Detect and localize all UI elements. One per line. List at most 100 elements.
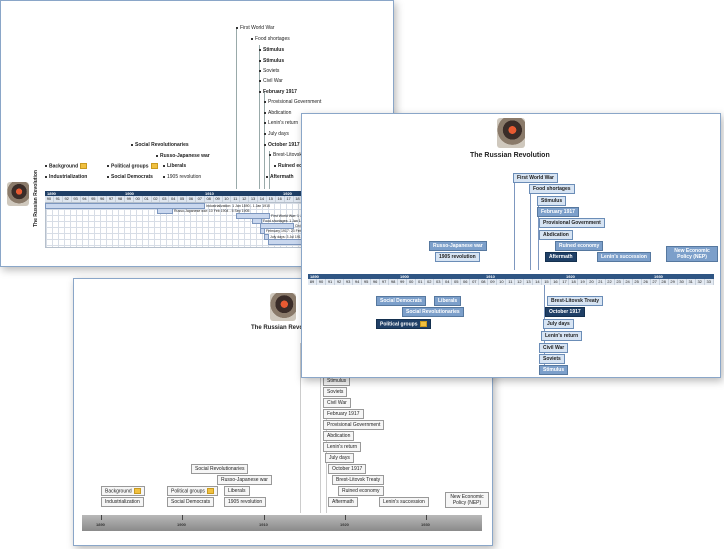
bullet-icon <box>259 59 261 62</box>
gantt-bar[interactable]: Russo-Japanese war: 10 Feb 1904 - 5 Sep … <box>157 208 250 214</box>
year-tick-label: 91 <box>326 279 336 285</box>
event-abdication[interactable]: Abdication <box>323 431 355 441</box>
event-civil-war[interactable]: Civil War <box>539 343 569 353</box>
event-food-shortages[interactable]: Food shortages <box>529 184 575 194</box>
event-provisional-government[interactable]: Provisional Government <box>264 99 321 105</box>
event-civil-war[interactable]: Civil War <box>259 78 283 84</box>
bullet-icon <box>107 165 109 167</box>
event-abdication[interactable]: Abdication <box>539 230 573 240</box>
event-february-1917[interactable]: February 1917 <box>537 207 579 217</box>
axis-tick <box>182 515 183 520</box>
event-liberals[interactable]: Liberals <box>163 163 186 169</box>
event-1905-revolution[interactable]: 1905 revolution <box>224 497 267 507</box>
event-social-revolutionaries[interactable]: Social Revolutionaries <box>191 464 249 474</box>
year-tick-label: 01 <box>143 196 152 202</box>
event-ruined-economy[interactable]: Ruined economy <box>274 163 318 169</box>
event-brest-litovsk[interactable]: Brest-Litovsk Treaty <box>332 475 385 485</box>
year-tick-label: 96 <box>371 279 381 285</box>
event-provisional-government[interactable]: Provisional Government <box>539 218 605 228</box>
event-july-days[interactable]: July days <box>543 319 574 329</box>
event-social-democrats[interactable]: Social Democrats <box>376 296 426 306</box>
event-russo-japanese-war[interactable]: Russo-Japanese war <box>429 241 487 251</box>
event-lenins-return[interactable]: Lenin's return <box>323 442 362 452</box>
event-ruined-economy[interactable]: Ruined economy <box>338 486 384 496</box>
year-tick-label: 16 <box>276 196 285 202</box>
bullet-icon <box>264 121 266 124</box>
event-july-days[interactable]: July days <box>264 131 289 137</box>
event-soviets[interactable]: Soviets <box>259 68 279 74</box>
event-first-world-war[interactable]: First World War <box>236 25 274 31</box>
bullet-icon <box>131 143 133 146</box>
event-stimulus[interactable]: Stimulus <box>259 47 284 53</box>
bullet-icon <box>264 143 266 146</box>
event-social-revolutionaries[interactable]: Social Revolutionaries <box>131 142 189 148</box>
event-lenins-return[interactable]: Lenin's return <box>541 331 583 341</box>
gantt-bar[interactable]: Food shortages: 1 Jan 1916 - 31 Dec 1916 <box>252 218 330 224</box>
connector-line <box>538 196 539 270</box>
event-liberals[interactable]: Liberals <box>224 486 250 496</box>
event-lenins-succession[interactable]: Lenin's succession <box>379 497 429 507</box>
event-february-1917[interactable]: February 1917 <box>323 409 364 419</box>
event-stimulus-2[interactable]: Stimulus <box>259 58 284 64</box>
event-aftermath[interactable]: Aftermath <box>328 497 358 507</box>
event-1905-revolution[interactable]: 1905 revolution <box>435 252 480 262</box>
event-political-groups[interactable]: Political groups <box>107 163 158 169</box>
gantt-bar[interactable]: February 1917: 23 Feb 1917 - 27 Feb 1917 <box>260 228 333 234</box>
event-soviets[interactable]: Soviets <box>323 387 348 397</box>
event-industrialization[interactable]: Industrialization <box>101 497 144 507</box>
year-tick-label: 20 <box>587 279 597 285</box>
event-liberals[interactable]: Liberals <box>434 296 462 306</box>
year-tick-label: 30 <box>678 279 687 285</box>
connector-line <box>269 151 270 189</box>
event-lenins-succession[interactable]: Lenin's succession <box>597 252 651 262</box>
folder-icon <box>419 321 427 327</box>
event-brest-litovsk[interactable]: Brest-Litovsk Treaty <box>269 152 317 158</box>
year-tick-label: 95 <box>89 196 99 202</box>
event-october-1917[interactable]: October 1917 <box>264 142 300 148</box>
year-tick-label: 98 <box>389 279 399 285</box>
event-july-days[interactable]: July days <box>325 453 354 463</box>
event-background[interactable]: Background <box>45 163 88 169</box>
event-social-democrats[interactable]: Social Democrats <box>107 174 153 180</box>
event-background[interactable]: Background <box>101 486 145 497</box>
boxed-timeline-card[interactable]: The Russian Revolution First World War F… <box>301 113 721 378</box>
event-russo-japanese-war[interactable]: Russo-Japanese war <box>156 153 210 159</box>
event-nep[interactable]: New Economic Policy (NEP) <box>666 246 718 262</box>
event-russo-japanese-war[interactable]: Russo-Japanese war <box>217 475 272 485</box>
event-ruined-economy[interactable]: Ruined economy <box>555 241 604 251</box>
event-abdication[interactable]: Abdication <box>264 110 291 116</box>
event-february-1917[interactable]: February 1917 <box>259 89 297 95</box>
year-tick-label: 08 <box>205 196 214 202</box>
event-stimulus[interactable]: Stimulus <box>537 196 567 206</box>
event-brest-litovsk[interactable]: Brest-Litovsk Treaty <box>547 296 604 306</box>
year-tick-label: 23 <box>615 279 624 285</box>
bullet-icon <box>45 165 47 167</box>
event-aftermath[interactable]: Aftermath <box>545 252 577 262</box>
event-nep[interactable]: New Economic Policy (NEP) <box>445 492 489 508</box>
event-october-1917[interactable]: October 1917 <box>545 307 585 317</box>
year-tick-label: 19 <box>578 279 588 285</box>
event-provisional-government[interactable]: Provisional Government <box>323 420 385 430</box>
gantt-bar[interactable]: Industrialization: 1 Jan 1890 - 1 Jan 19… <box>45 203 270 209</box>
event-social-revolutionaries[interactable]: Social Revolutionaries <box>402 307 464 317</box>
event-soviets[interactable]: Soviets <box>539 354 565 364</box>
year-tick-label: 07 <box>470 279 480 285</box>
year-tick-label: 95 <box>362 279 372 285</box>
event-stimulus-2[interactable]: Stimulus <box>539 365 569 375</box>
event-civil-war[interactable]: Civil War <box>323 398 351 408</box>
event-food-shortages[interactable]: Food shortages <box>251 36 290 42</box>
event-october-1917[interactable]: October 1917 <box>328 464 367 474</box>
event-industrialization[interactable]: Industrialization <box>45 174 87 180</box>
year-tick-label: 99 <box>398 279 408 285</box>
bullet-icon <box>259 90 261 93</box>
event-lenins-return[interactable]: Lenin's return <box>264 120 298 126</box>
event-aftermath[interactable]: Aftermath <box>266 174 294 180</box>
event-social-democrats[interactable]: Social Democrats <box>167 497 215 507</box>
year-tick-label: 05 <box>178 196 187 202</box>
event-1905-revolution[interactable]: 1905 revolution <box>163 174 201 180</box>
gantt-bar[interactable]: July days: 3 Jul 1917 - 7 Jul 1917 <box>264 234 322 240</box>
bullet-icon <box>163 164 165 167</box>
event-first-world-war[interactable]: First World War <box>513 173 558 183</box>
event-political-groups[interactable]: Political groups <box>376 319 431 330</box>
event-political-groups[interactable]: Political groups <box>167 486 218 497</box>
